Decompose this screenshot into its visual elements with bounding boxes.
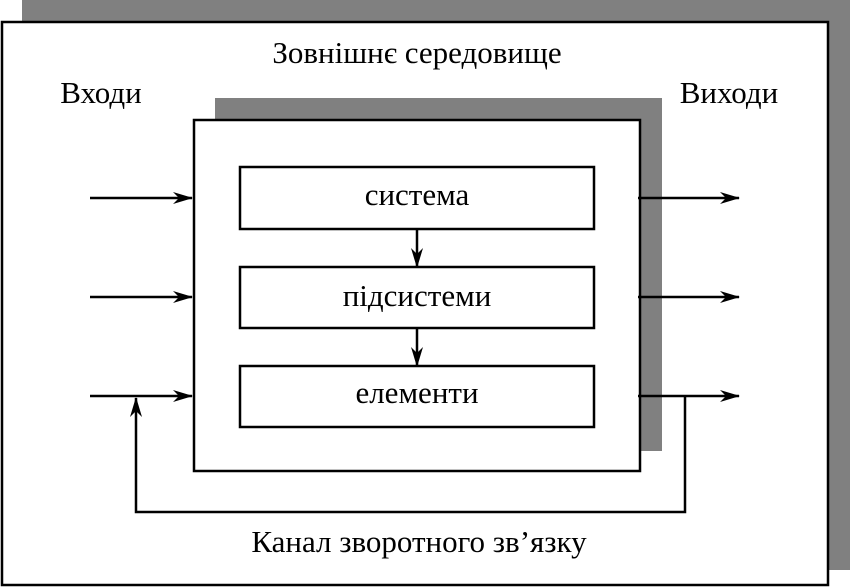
subsystems-box-label: підсистеми: [343, 278, 492, 313]
elements-box-label: елементи: [355, 375, 478, 410]
feedback-channel-line: [130, 396, 687, 514]
system-box-label: система: [365, 177, 470, 212]
outputs-label: Виходи: [680, 75, 779, 110]
feedback-channel-label: Канал зворотного зв’язку: [251, 524, 587, 559]
inputs-label: Входи: [60, 75, 142, 110]
environment-title: Зовнішнє середовище: [272, 35, 561, 70]
elements-box: [238, 364, 596, 429]
system-box: [238, 165, 596, 231]
